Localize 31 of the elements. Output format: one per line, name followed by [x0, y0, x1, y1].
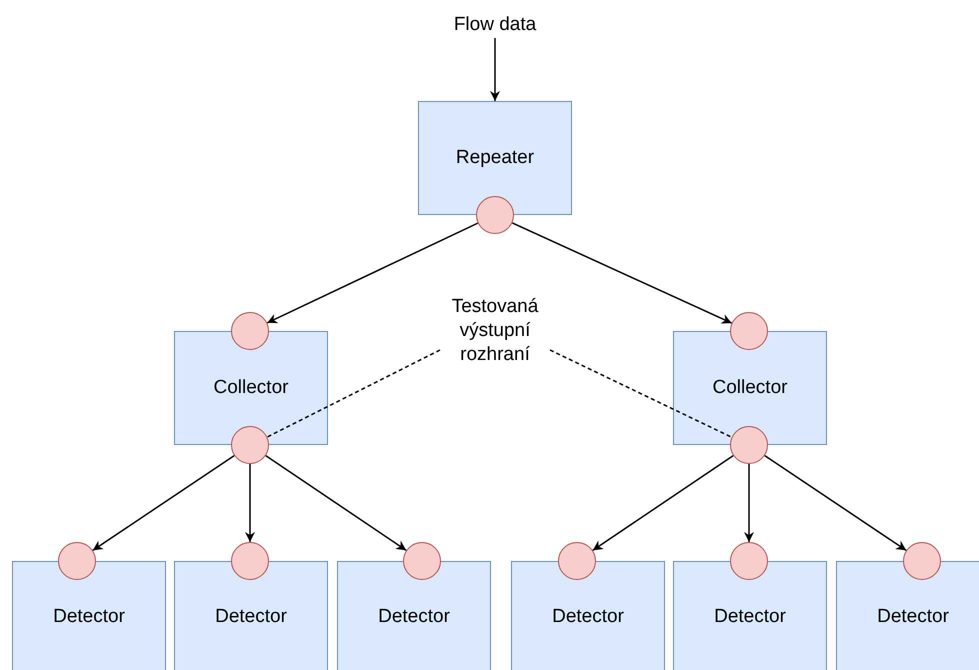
arrow [764, 454, 907, 552]
arrow [592, 455, 734, 551]
arrow [512, 222, 732, 324]
text-label: Flow data [440, 12, 550, 38]
process-box [174, 561, 328, 670]
box-label: Repeater [456, 146, 534, 170]
leader-line [550, 349, 732, 438]
arrow [265, 455, 407, 551]
box-label: Detector [378, 605, 450, 629]
text-label: Testovaná výstupní rozhraní [440, 290, 550, 372]
box-label: Detector [714, 605, 786, 629]
arrow [266, 222, 478, 324]
process-box [673, 331, 827, 445]
process-box [673, 561, 827, 670]
arrow [744, 464, 754, 542]
arrow [92, 454, 235, 552]
box-label: Detector [53, 605, 125, 629]
leader-line [266, 349, 440, 438]
box-label: Detector [552, 605, 624, 629]
process-box [337, 561, 491, 670]
process-box [511, 561, 665, 670]
box-label: Detector [877, 605, 949, 629]
box-label: Collector [214, 376, 288, 400]
process-box [836, 561, 979, 670]
process-box [418, 101, 572, 215]
box-label: Detector [215, 605, 287, 629]
box-label: Collector [712, 376, 788, 400]
arrow [490, 38, 500, 101]
arrow [245, 464, 255, 542]
process-box [174, 331, 328, 445]
process-box [12, 561, 166, 670]
